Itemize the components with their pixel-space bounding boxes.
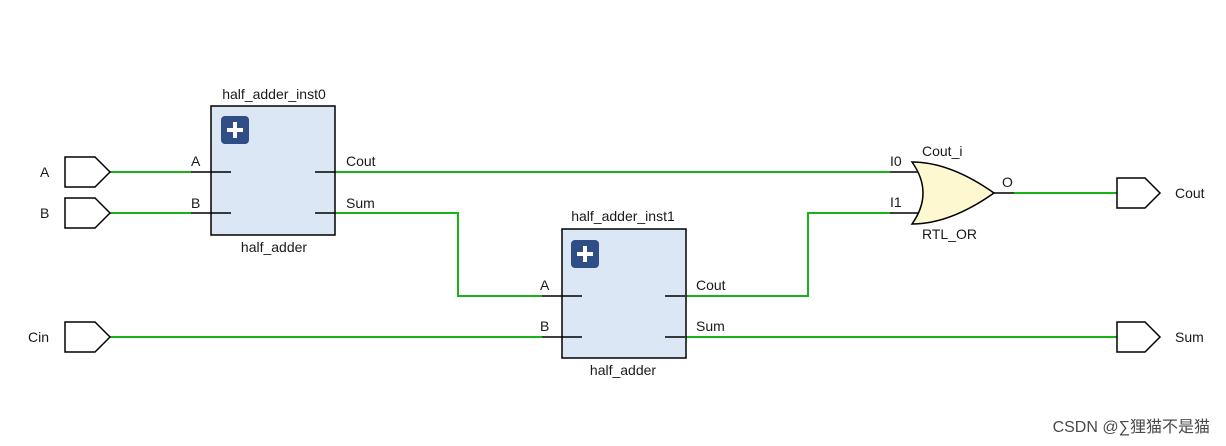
inst0-type: half_adder [241, 239, 308, 255]
inst1-pin-b: B [540, 318, 549, 334]
expand-plus-icon[interactable] [571, 240, 599, 268]
or-pin-i1: I1 [890, 194, 902, 210]
input-port-a[interactable]: A [40, 156, 112, 188]
inst0-name: half_adder_inst0 [222, 86, 326, 102]
input-port-b[interactable]: B [40, 197, 112, 229]
inst0-pin-cout: Cout [346, 153, 376, 169]
expand-plus-icon[interactable] [221, 116, 249, 144]
input-port-b-label: B [40, 205, 49, 221]
or-pin-o: O [1002, 174, 1013, 190]
wire-inst0-sum[interactable] [335, 212, 542, 297]
input-port-cin-label: Cin [28, 329, 49, 345]
block-half-adder-inst1[interactable]: half_adder_inst1 A B Cout Sum half_adder [540, 208, 726, 378]
output-port-sum-label: Sum [1175, 329, 1204, 345]
inst0-pin-a: A [191, 153, 201, 169]
inst1-pin-sum: Sum [696, 318, 725, 334]
output-port-cout[interactable]: Cout [1116, 177, 1205, 209]
wire-inst1-cout[interactable] [685, 212, 890, 297]
input-port-cin[interactable]: Cin [28, 321, 112, 353]
or-pin-i0: I0 [890, 153, 902, 169]
inst0-pin-sum: Sum [346, 195, 375, 211]
inst0-pin-b: B [191, 195, 200, 211]
or-gate-name: Cout_i [922, 143, 962, 159]
inst1-name: half_adder_inst1 [571, 208, 675, 224]
input-port-a-label: A [40, 164, 50, 180]
inst1-pin-cout: Cout [696, 277, 726, 293]
output-port-sum[interactable]: Sum [1116, 321, 1204, 353]
or-gate-type: RTL_OR [922, 226, 977, 242]
wires [110, 171, 1117, 338]
or-gate-cout-i[interactable]: Cout_i I0 I1 O RTL_OR [890, 143, 1014, 242]
inst1-type: half_adder [590, 362, 657, 378]
watermark: CSDN @∑狸猫不是猫 [1053, 418, 1210, 436]
block-half-adder-inst0[interactable]: half_adder_inst0 A B Cout Sum half_adder [191, 86, 376, 255]
inst1-pin-a: A [540, 277, 550, 293]
output-port-cout-label: Cout [1175, 185, 1205, 201]
